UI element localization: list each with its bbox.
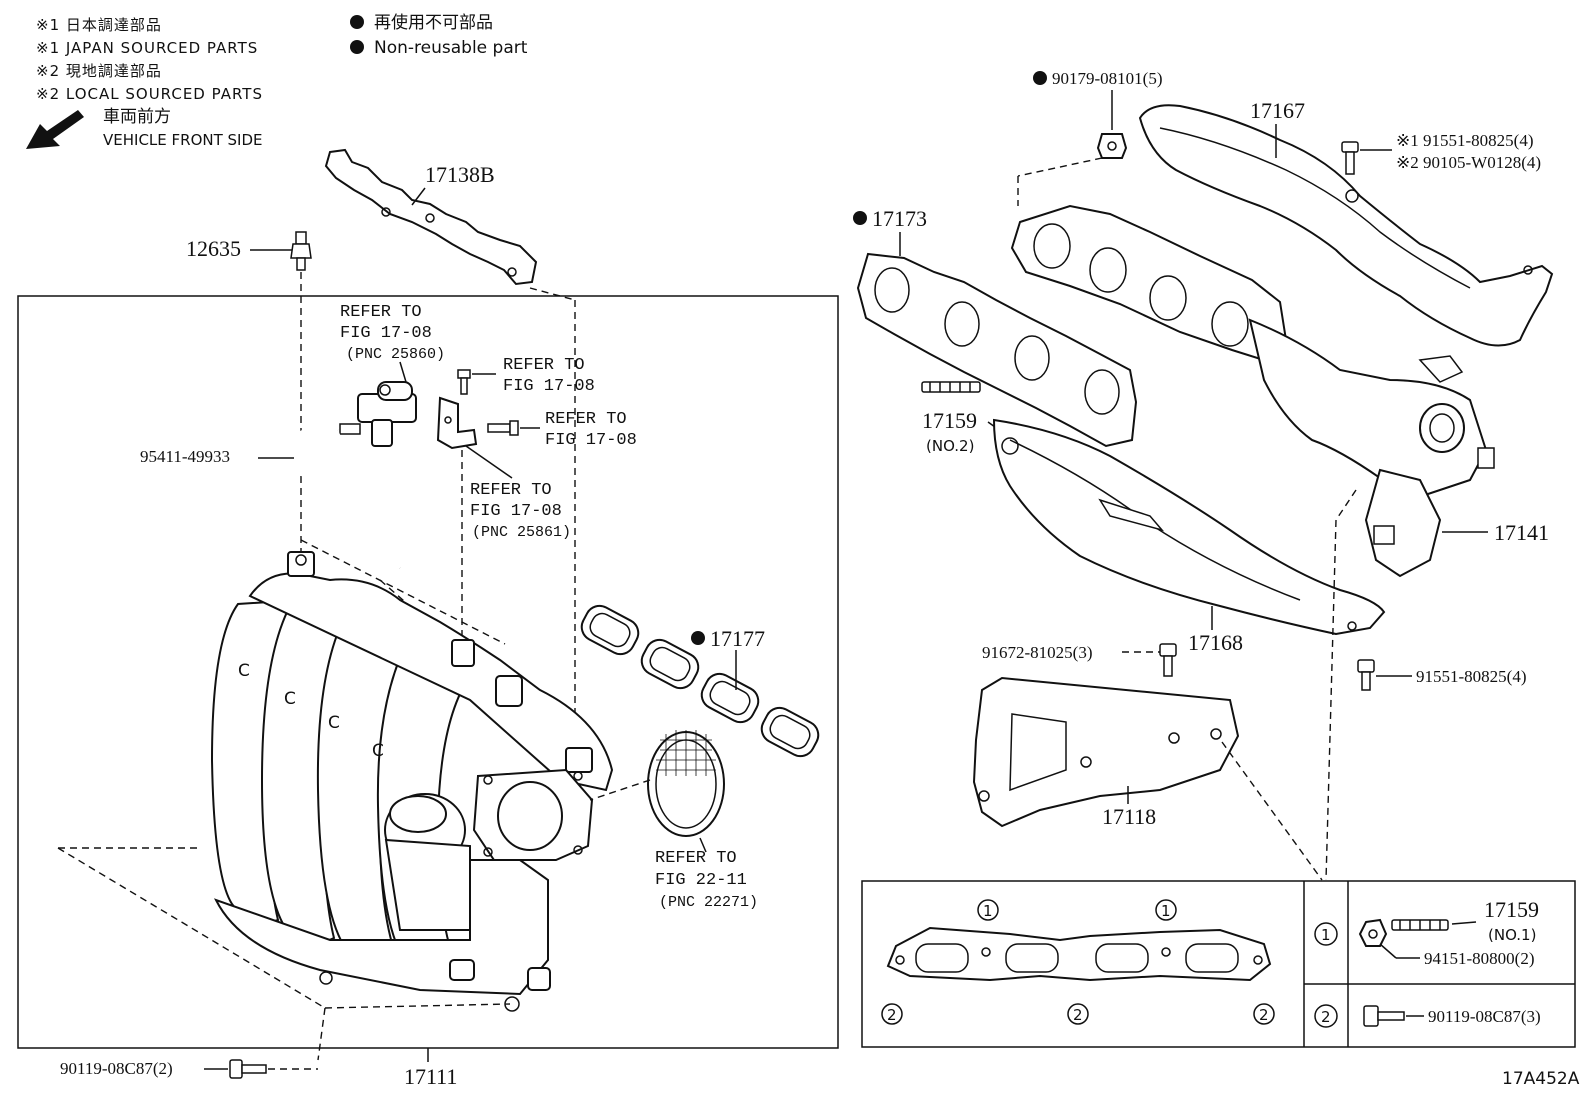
ref1-line1: REFER TO bbox=[340, 303, 422, 322]
label-91551-80825-4: 91551-80825(4) bbox=[1416, 667, 1526, 686]
ref1-line2: FIG 17-08 bbox=[340, 324, 432, 343]
stud-17159-no1 bbox=[1391, 919, 1449, 931]
ref5-line1: REFER TO bbox=[655, 849, 737, 868]
refer-to-fig-17-08-c: REFER TO FIG 17-08 bbox=[545, 410, 637, 450]
callout-circle-2 bbox=[1253, 1003, 1275, 1025]
label-17141: 17141 bbox=[1494, 520, 1549, 545]
ref4-line3: (PNC 25861) bbox=[472, 524, 571, 541]
label-17167: 17167 bbox=[1250, 98, 1305, 123]
legend-note1-jp: ※1 日本調達部品 bbox=[36, 16, 162, 34]
svg-text:C: C bbox=[284, 689, 296, 709]
ref2-line2: FIG 17-08 bbox=[503, 377, 595, 396]
detail-stud-label: 17159 bbox=[1484, 897, 1539, 922]
ref5-line2: FIG 22-11 bbox=[655, 871, 747, 890]
bracket-17138b bbox=[324, 148, 538, 286]
bolt-90119-detail bbox=[1363, 1005, 1405, 1027]
nonreusable-dot-icon bbox=[1033, 71, 1047, 85]
ref3-line1: REFER TO bbox=[545, 410, 627, 429]
throttle-gasket-mesh bbox=[647, 730, 725, 837]
svg-text:2: 2 bbox=[1259, 1006, 1269, 1024]
svg-text:2: 2 bbox=[1321, 1008, 1331, 1026]
key-circle-1 bbox=[1314, 922, 1338, 946]
heat-insulator-17167 bbox=[1138, 104, 1554, 347]
refer-to-fig-17-08-pnc-25860: REFER TO FIG 17-08 (PNC 25860) bbox=[340, 303, 445, 363]
legend-nonreusable-en: Non-reusable part bbox=[374, 38, 528, 58]
svg-text:1: 1 bbox=[1321, 926, 1331, 944]
stud-12635 bbox=[290, 231, 312, 271]
ref4-line1: REFER TO bbox=[470, 481, 552, 500]
detail-nut-label: 94151-80800(2) bbox=[1424, 949, 1534, 968]
label-17159-no2: 17159 bbox=[922, 408, 977, 433]
label-95411-49933: 95411-49933 bbox=[140, 447, 230, 466]
bolt-91672 bbox=[1159, 643, 1177, 677]
bracket-17118 bbox=[972, 676, 1240, 828]
bolt-91551-bottom bbox=[1357, 659, 1375, 691]
stud-17159-no2 bbox=[921, 381, 981, 393]
detail-bolt-label: 90119-08C87(3) bbox=[1428, 1007, 1541, 1026]
gasket-17173 bbox=[856, 252, 1138, 448]
callout-circle-1 bbox=[977, 899, 999, 921]
nut-94151 bbox=[1358, 918, 1388, 947]
refer-to-fig-22-11: REFER TO FIG 22-11 (PNC 22271) bbox=[655, 849, 758, 911]
nonreusable-dot-icon bbox=[853, 211, 867, 225]
vehicle-front-arrow-icon bbox=[26, 110, 84, 149]
nut-90179 bbox=[1096, 133, 1128, 159]
svg-text:1: 1 bbox=[983, 902, 993, 920]
callout-circle-2 bbox=[1067, 1003, 1089, 1025]
label-91551-80825-4-jp: ※1 91551-80825(4) bbox=[1396, 131, 1533, 150]
vsv-bracket bbox=[436, 396, 478, 450]
gasket-17177 bbox=[580, 604, 820, 758]
label-91672-81025-3: 91672-81025(3) bbox=[982, 643, 1092, 662]
legend-nonreusable-jp: 再使用不可部品 bbox=[374, 12, 493, 33]
svg-text:2: 2 bbox=[887, 1006, 897, 1024]
detail-stud-no: (NO.1) bbox=[1488, 926, 1536, 944]
nonreusable-dot-icon bbox=[691, 631, 705, 645]
label-90105-w0128-4: ※2 90105-W0128(4) bbox=[1396, 153, 1541, 172]
ref5-line3: (PNC 22271) bbox=[659, 894, 758, 911]
label-17168: 17168 bbox=[1188, 630, 1243, 655]
callout-circle-1 bbox=[1155, 899, 1177, 921]
label-12635: 12635 bbox=[186, 236, 241, 261]
legend: ※1 日本調達部品 ※1 JAPAN SOURCED PARTS ※2 現地調達… bbox=[26, 12, 528, 149]
label-90179-08101-5: 90179-08101(5) bbox=[1052, 69, 1162, 88]
label-17111: 17111 bbox=[404, 1064, 457, 1089]
figure-code: 17A452A bbox=[1502, 1069, 1580, 1089]
legend-note2-jp: ※2 現地調達部品 bbox=[36, 62, 162, 80]
svg-text:1: 1 bbox=[1161, 902, 1171, 920]
svg-text:C: C bbox=[238, 661, 250, 681]
exhaust-manifold-17141 bbox=[1010, 204, 1495, 578]
intake-manifold-17111: C C C C bbox=[210, 551, 614, 1012]
svg-text:2: 2 bbox=[1073, 1006, 1083, 1024]
heat-insulator-17168 bbox=[992, 418, 1386, 636]
label-no2: (NO.2) bbox=[926, 437, 974, 455]
vsv-valve bbox=[339, 381, 417, 447]
bolt-90119 bbox=[229, 1059, 267, 1079]
nonreusable-dot-icon bbox=[350, 15, 364, 29]
detail-table: 1 1 2 2 2 1 2 17159 (NO.1) 94151-80800(2… bbox=[861, 880, 1576, 1048]
legend-front-jp: 車両前方 bbox=[103, 107, 171, 127]
svg-text:C: C bbox=[372, 741, 384, 761]
legend-note1-en: ※1 JAPAN SOURCED PARTS bbox=[36, 39, 258, 57]
legend-front-en: VEHICLE FRONT SIDE bbox=[103, 131, 263, 149]
bolt-small-1 bbox=[457, 369, 471, 395]
svg-text:C: C bbox=[328, 713, 340, 733]
refer-to-fig-17-08-pnc-25861: REFER TO FIG 17-08 (PNC 25861) bbox=[470, 481, 571, 541]
nonreusable-dot-icon bbox=[350, 40, 364, 54]
label-17138b: 17138B bbox=[425, 162, 495, 187]
label-17118: 17118 bbox=[1102, 804, 1156, 829]
callout-circle-2 bbox=[881, 1003, 903, 1025]
ref3-line2: FIG 17-08 bbox=[545, 431, 637, 450]
legend-note2-en: ※2 LOCAL SOURCED PARTS bbox=[36, 85, 263, 103]
label-90119-08c87-2: 90119-08C87(2) bbox=[60, 1059, 173, 1078]
refer-to-fig-17-08-b: REFER TO FIG 17-08 bbox=[503, 356, 595, 396]
label-17177: 17177 bbox=[710, 626, 765, 651]
key-circle-2 bbox=[1314, 1004, 1338, 1028]
ref1-line3: (PNC 25860) bbox=[346, 346, 445, 363]
ref2-line1: REFER TO bbox=[503, 356, 585, 375]
bolt-91551-top bbox=[1341, 141, 1359, 175]
bolt-small-2 bbox=[487, 420, 519, 436]
label-17173: 17173 bbox=[872, 206, 927, 231]
ref4-line2: FIG 17-08 bbox=[470, 502, 562, 521]
